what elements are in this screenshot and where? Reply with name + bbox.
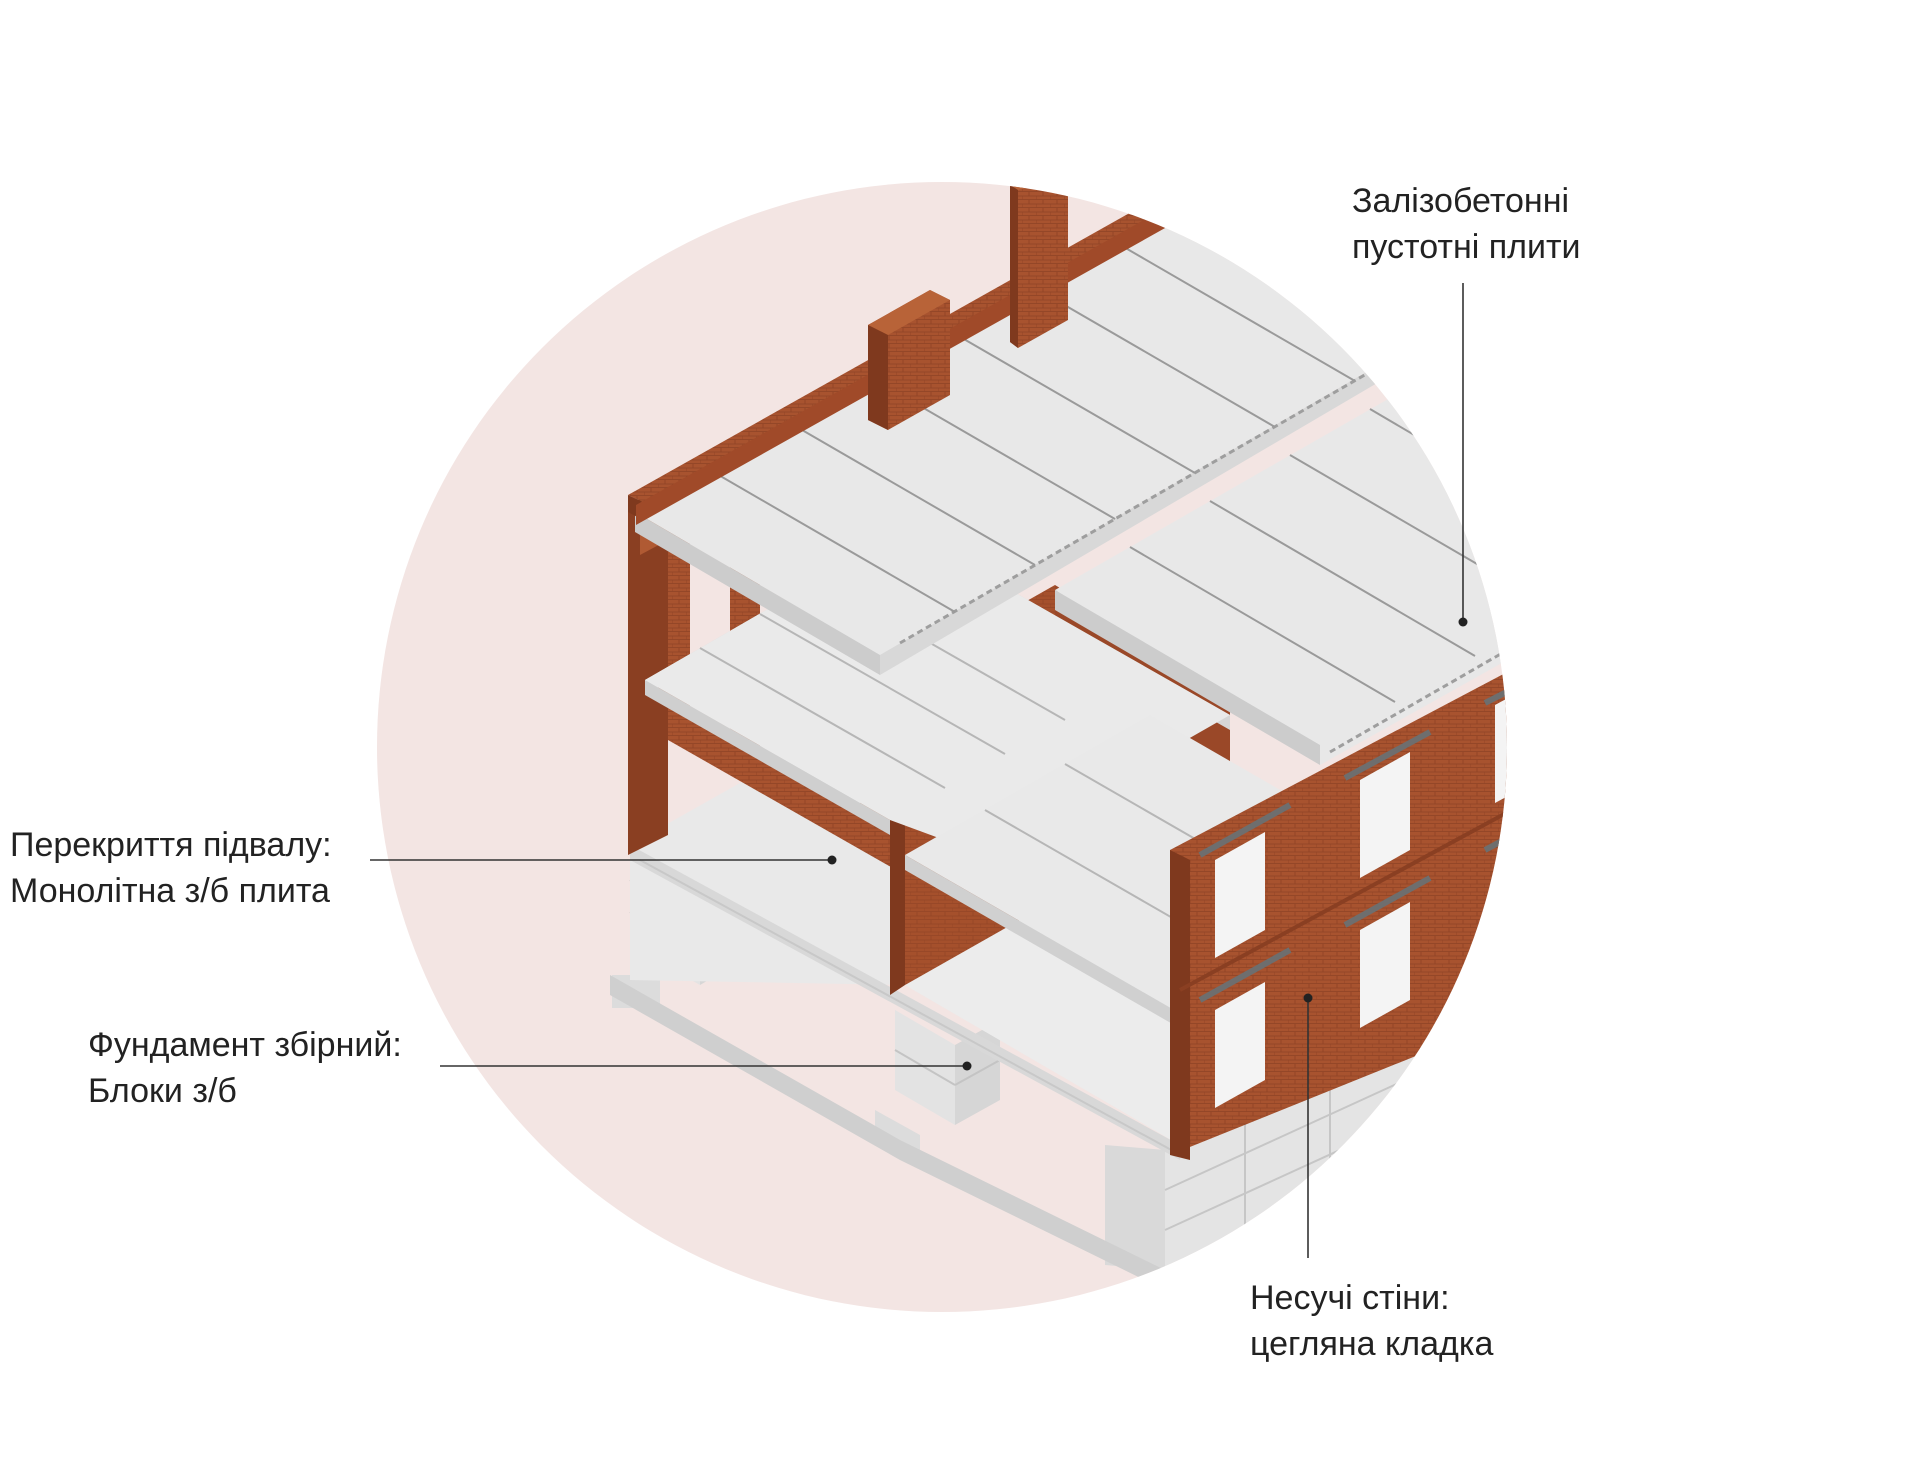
label-hollow-core-slabs: Залізобетонні пустотні плити: [1352, 178, 1581, 270]
label-foundation: Фундамент збірний: Блоки з/б: [88, 1022, 402, 1114]
label-basement-line2: Монолітна з/б плита: [10, 872, 330, 910]
label-slabs-line1: Залізобетонні: [1352, 182, 1570, 220]
label-walls-line2: цегляна кладка: [1250, 1325, 1494, 1363]
building: [610, 182, 1507, 1290]
label-basement-line1: Перекриття підвалу:: [10, 826, 332, 864]
leader-dot-walls: [1303, 993, 1313, 1003]
leader-dot-basement: [827, 855, 837, 865]
label-walls-line1: Несучі стіни:: [1250, 1279, 1450, 1317]
leader-lines: [370, 283, 1464, 1258]
top-slab: [635, 195, 1507, 765]
label-slabs-line2: пустотні плити: [1352, 228, 1581, 266]
back-parapet: [628, 182, 1230, 525]
label-foundation-line2: Блоки з/б: [88, 1072, 237, 1110]
label-bearing-walls: Несучі стіни: цегляна кладка: [1250, 1275, 1493, 1367]
leader-dots: [827, 617, 1468, 1071]
leader-dot-slabs: [1458, 617, 1468, 627]
leader-dot-foundation: [962, 1061, 972, 1071]
label-foundation-line1: Фундамент збірний:: [88, 1026, 402, 1064]
label-basement-slab: Перекриття підвалу: Монолітна з/б плита: [10, 822, 332, 914]
